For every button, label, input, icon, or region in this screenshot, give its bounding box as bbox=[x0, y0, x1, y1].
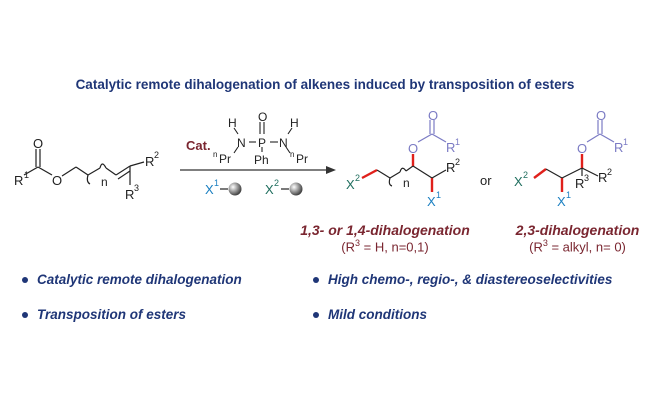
sup: 1 bbox=[24, 170, 29, 180]
cond-sup: 3 bbox=[542, 238, 548, 248]
substrate-r3: R bbox=[125, 187, 134, 202]
sup: 2 bbox=[607, 167, 612, 177]
x2-label: X bbox=[346, 177, 355, 192]
substrate-r2: R bbox=[145, 154, 154, 169]
catalyst-n: N bbox=[279, 136, 288, 150]
bullet-text: Mild conditions bbox=[328, 307, 427, 322]
n-label: n bbox=[403, 176, 410, 190]
product-2-structure bbox=[533, 120, 615, 192]
cond-text: (R bbox=[529, 239, 543, 255]
x-label: X bbox=[205, 182, 214, 197]
bullet-text: Catalytic remote dihalogenation bbox=[37, 272, 242, 287]
reaction-arrow bbox=[180, 166, 336, 174]
sup: 2 bbox=[154, 150, 159, 160]
bullet-item: High chemo-, regio-, & diastereoselectiv… bbox=[313, 272, 612, 287]
product-1-heading: 1,3- or 1,4-dihalogenation bbox=[300, 222, 470, 238]
x-label: X bbox=[265, 182, 274, 197]
substrate-carbonyl-o: O bbox=[33, 136, 43, 151]
sup: 2 bbox=[523, 170, 528, 180]
ester-o: O bbox=[408, 141, 418, 156]
r3-label: R bbox=[575, 176, 584, 191]
x1-label: X bbox=[557, 194, 566, 209]
reagent-x1: X 1 bbox=[205, 178, 242, 197]
bullet-icon bbox=[313, 277, 319, 284]
bullet-icon bbox=[22, 312, 28, 319]
catalyst-h: H bbox=[228, 116, 237, 130]
product-2-conditions: (R3 = alkyl, n= 0) bbox=[505, 238, 650, 254]
bullet-text: Transposition of esters bbox=[37, 307, 187, 322]
substrate-labels: R 1 O O n R 2 R 3 bbox=[14, 136, 159, 202]
reagent-ball-icon bbox=[289, 182, 303, 196]
catalyst-structure: H N P O N H n Pr Ph n Pr bbox=[213, 110, 308, 167]
or-label: or bbox=[480, 173, 492, 188]
reagent-x2: X 2 bbox=[265, 178, 303, 197]
sup: 1 bbox=[566, 190, 571, 200]
r1-label: R bbox=[614, 140, 623, 155]
product-2-heading: 2,3-dihalogenation bbox=[515, 222, 640, 238]
r2-label: R bbox=[598, 170, 607, 185]
catalyst-n: N bbox=[237, 136, 246, 150]
sup: 1 bbox=[436, 190, 441, 200]
substrate-r1: R bbox=[14, 173, 23, 188]
cond-text: (R bbox=[341, 239, 356, 255]
product-1-structure bbox=[361, 120, 447, 192]
sup: 1 bbox=[623, 137, 628, 147]
product-1-conditions: (R3 = H, n=0,1) bbox=[300, 238, 470, 254]
bullet-item: Catalytic remote dihalogenation bbox=[22, 272, 242, 287]
reagent-ball-icon bbox=[228, 182, 242, 196]
sup: 3 bbox=[584, 173, 589, 183]
bullet-text: High chemo-, regio-, & diastereoselectiv… bbox=[328, 272, 613, 287]
sup: 1 bbox=[455, 137, 460, 147]
product-1-caption: 1,3- or 1,4-dihalogenation (R3 = H, n=0,… bbox=[300, 222, 470, 254]
cond-sup: 3 bbox=[355, 238, 361, 248]
sup: 2 bbox=[274, 178, 279, 188]
sup: 1 bbox=[214, 178, 219, 188]
sup: n bbox=[290, 150, 294, 159]
ester-o: O bbox=[577, 141, 587, 156]
bullet-item: Mild conditions bbox=[313, 307, 427, 322]
catalyst-p: P bbox=[258, 136, 266, 150]
substrate-ester-o: O bbox=[52, 173, 62, 188]
carbonyl-o: O bbox=[428, 108, 438, 123]
bullet-item: Transposition of esters bbox=[22, 307, 186, 322]
x2-label: X bbox=[514, 174, 523, 189]
title: Catalytic remote dihalogenation of alken… bbox=[75, 77, 575, 92]
x1-label: X bbox=[427, 194, 436, 209]
r2-label: R bbox=[446, 160, 455, 175]
catalyst-h: H bbox=[290, 116, 299, 130]
sup: 2 bbox=[455, 157, 460, 167]
sup: 2 bbox=[355, 173, 360, 183]
cond-text: = H, n=0,1) bbox=[360, 239, 429, 255]
product-2-caption: 2,3-dihalogenation (R3 = alkyl, n= 0) bbox=[505, 222, 650, 254]
cond-text: = alkyl, n= 0) bbox=[547, 239, 626, 255]
bullet-icon bbox=[313, 312, 319, 319]
sup: 3 bbox=[134, 183, 139, 193]
r1-label: R bbox=[446, 140, 455, 155]
catalyst-ph: Ph bbox=[254, 153, 269, 167]
catalyst-npr: Pr bbox=[219, 152, 231, 166]
catalyst-npr: Pr bbox=[296, 152, 308, 166]
carbonyl-o: O bbox=[596, 108, 606, 123]
product-2-labels: X 2 O O R 1 R 2 R 3 X 1 bbox=[514, 108, 628, 209]
sup: n bbox=[213, 150, 217, 159]
substrate-n: n bbox=[101, 175, 108, 189]
catalyst-label: Cat. bbox=[186, 138, 211, 153]
catalyst-o: O bbox=[258, 110, 267, 124]
product-1-labels: X 2 n O O R 1 R 2 X 1 bbox=[346, 108, 460, 209]
substrate-structure bbox=[23, 149, 145, 185]
bullet-icon bbox=[22, 277, 28, 284]
